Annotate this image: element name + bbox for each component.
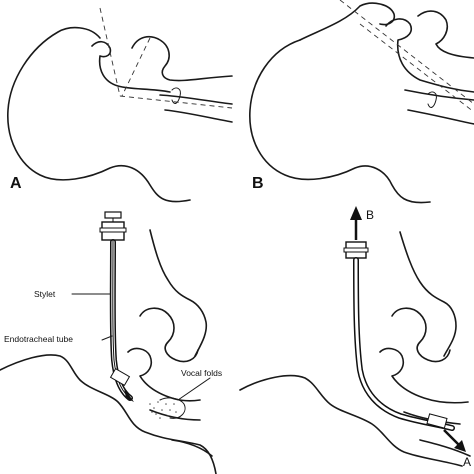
label-endotracheal-tube: Endotracheal tube — [4, 334, 73, 344]
stylet-handle — [104, 211, 122, 219]
advance-arrow-shaft — [443, 429, 461, 447]
tongue-epiglottis — [391, 307, 451, 363]
head-profile — [0, 354, 217, 474]
tube-connector-ring — [99, 227, 127, 233]
endotracheal-tube-lumen — [354, 258, 454, 430]
airway — [159, 94, 233, 123]
label-arrow-a: A — [463, 455, 471, 469]
panel-b-letter: B — [252, 175, 264, 192]
tongue-epiglottis — [131, 35, 233, 82]
oral-cavity — [127, 347, 201, 402]
panel-b: B — [249, 0, 474, 204]
panel-a: A — [7, 7, 233, 203]
label-arrow-b: B — [366, 208, 374, 222]
oral-cavity — [385, 18, 474, 93]
tilted-face — [299, 2, 396, 41]
tongue-epiglottis — [417, 10, 474, 59]
axis-line-aligned — [339, 0, 474, 105]
spray-dots — [149, 401, 177, 419]
face-upper — [149, 229, 208, 357]
axis-line-oral — [99, 7, 121, 97]
advance-arrow-head — [454, 440, 466, 452]
panel-d: B A — [239, 206, 471, 469]
oral-cavity — [91, 40, 171, 93]
axis-line-aligned-2 — [359, 23, 474, 113]
head-profile — [239, 374, 463, 467]
head-profile — [249, 39, 431, 204]
airway — [404, 89, 474, 125]
tongue-epiglottis — [139, 307, 199, 363]
oral-cavity — [379, 347, 469, 404]
axis-line-pharyngeal — [121, 37, 151, 97]
tube-cuff — [109, 367, 131, 387]
axis-line-laryngeal — [119, 95, 233, 109]
panel-c: Stylet Endotracheal tube Vocal folds — [0, 211, 222, 474]
glottis — [427, 91, 437, 108]
vocal-folds-leader — [177, 377, 211, 401]
head-profile — [7, 26, 191, 203]
face-upper — [399, 231, 457, 357]
label-vocal-folds: Vocal folds — [181, 368, 222, 378]
label-stylet: Stylet — [34, 289, 56, 299]
panel-a-letter: A — [10, 175, 22, 192]
tube-connector-ring — [343, 247, 369, 253]
endotracheal-tube — [353, 257, 455, 431]
advance-arrow — [124, 388, 134, 402]
glottis — [171, 87, 181, 104]
tube-cuff — [426, 413, 448, 429]
withdraw-arrow-head — [350, 206, 362, 220]
vocal-folds-region — [159, 397, 186, 419]
stylet — [112, 239, 129, 397]
airway — [149, 409, 213, 457]
tube-leader — [101, 335, 113, 341]
